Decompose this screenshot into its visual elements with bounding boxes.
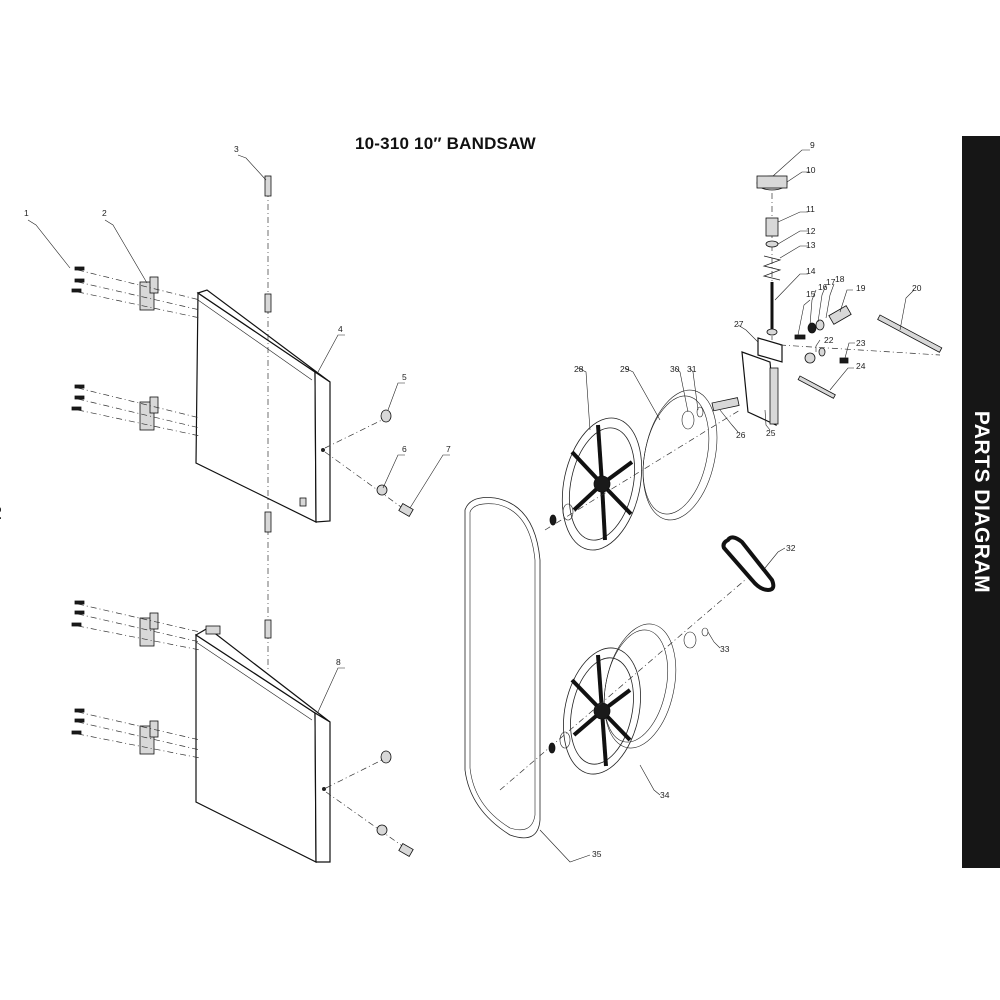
drive-belt-part-32 [721,535,776,593]
callout-25: 25 [766,428,776,438]
callout-11: 11 [806,204,815,214]
callout-19: 19 [856,283,866,293]
callout-leaders [27,149,915,863]
callout-33: 33 [720,644,730,654]
callout-24: 24 [856,361,866,371]
callout-17: 17 [826,277,836,287]
upper-wheel-part-28 [544,389,741,551]
callout-29: 29 [620,364,630,374]
callout-20: 20 [912,283,922,293]
callout-6: 6 [402,444,407,454]
callout-18: 18 [835,274,845,284]
callout-30: 30 [670,364,680,374]
callout-27: 27 [734,319,744,329]
callout-35: 35 [592,849,602,859]
hinge-group-3 [71,600,201,651]
door-knob-hardware [324,409,414,858]
page-title: 10-310 10″ BANDSAW [355,134,536,153]
callout-28: 28 [574,364,584,374]
callout-26: 26 [736,430,746,440]
exploded-parts-diagram: 1 2 3 4 5 6 7 8 9 10 11 12 13 14 15 16 1… [24,140,943,863]
callout-1: 1 [24,208,29,218]
lower-wheel-part-34 [499,579,746,791]
lower-door-part-8 [194,625,331,863]
side-banner: PARTS DIAGRAM [962,136,1000,868]
callout-2: 2 [102,208,107,218]
callout-5: 5 [402,372,407,382]
callout-9: 9 [810,140,815,150]
callout-3: 3 [234,144,239,154]
callout-15: 15 [806,289,816,299]
hinge-pins-part-3 [264,175,272,670]
hinge-group-4 [71,708,201,759]
callout-23: 23 [856,338,866,348]
callout-13: 13 [806,240,816,250]
saw-blade-part-35 [464,497,541,839]
callout-31: 31 [687,364,697,374]
callout-34: 34 [660,790,670,800]
hinge-group-2 [71,384,201,437]
callout-4: 4 [338,324,343,334]
side-banner-label: PARTS DIAGRAM [970,410,993,594]
callout-7: 7 [446,444,451,454]
callout-22: 22 [824,335,834,345]
callout-10: 10 [806,165,816,175]
callout-8: 8 [336,657,341,667]
upper-door-part-4 [195,289,331,523]
tension-assembly [711,175,943,426]
callout-32: 32 [786,543,796,553]
hinge-group-1 [71,266,201,319]
callout-16: 16 [818,282,828,292]
callout-14: 14 [806,266,816,276]
callout-12: 12 [806,226,816,236]
